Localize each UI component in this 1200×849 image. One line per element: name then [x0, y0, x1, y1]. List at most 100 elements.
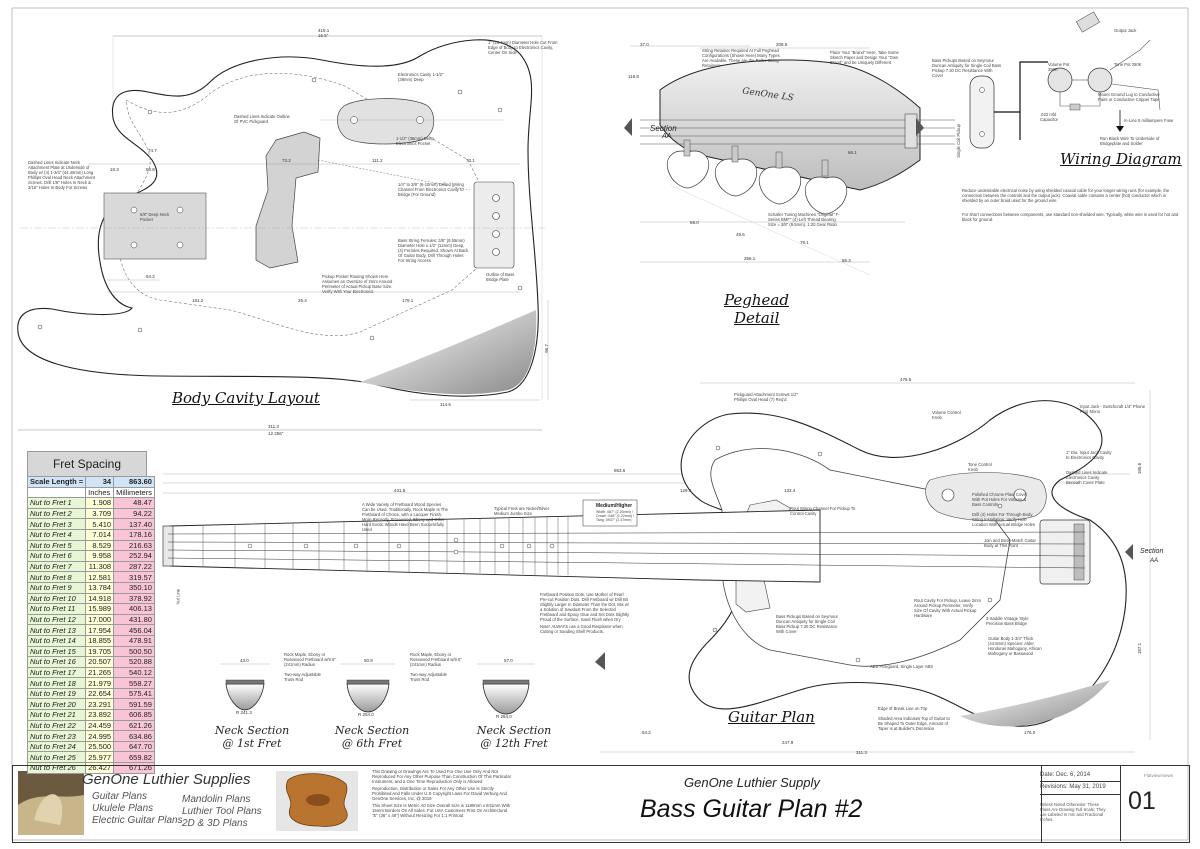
- peghead-section-label: Section: [650, 124, 677, 133]
- note-typical-frets: Typical Frets are Nickel/Silver Medium J…: [494, 506, 550, 516]
- note-input-jack-hole: 1" Dia. Input Jack Cavity to Electronics…: [1066, 450, 1112, 460]
- note-brand-decal: Place Your "Brand" Here, Take Some Sketc…: [830, 50, 899, 65]
- note-drill-holes: Drill (4) Holes For Through-Body String …: [972, 512, 1036, 527]
- dim-plan-84-2: 84.2: [642, 730, 651, 735]
- volume-knob: [941, 488, 955, 502]
- note-wiring-channel: 1/4" to 3/8" (6-10mm) Drilled Wiring Cha…: [398, 182, 464, 197]
- fret-mm: 406.13: [113, 603, 155, 615]
- link-guitar-plans[interactable]: Guitar Plans: [92, 791, 148, 802]
- note-control-cover: Dashed Lines Indicate Electronics Cavity…: [1066, 470, 1108, 485]
- note-tuners: Schaller Tuning Machines "Original" F-Se…: [768, 212, 840, 227]
- link-luthier-tool-plans[interactable]: Luthier Tool Plans: [182, 806, 262, 817]
- note-ground-wire: Run Black Wire To Underside of Bridgepla…: [1100, 136, 1160, 146]
- fret-mm: 456.04: [113, 624, 155, 636]
- sheet-divider: [1120, 765, 1121, 841]
- date-divider: [1040, 781, 1120, 782]
- fret-label: Nut to Fret 9: [26, 581, 87, 594]
- neck-section-1: [225, 683, 265, 711]
- dim-plan-185: 185.6: [1137, 462, 1143, 475]
- dim-plan-431-8: 431.8: [394, 488, 406, 493]
- dim-neck-57: 57.0: [504, 658, 513, 663]
- fret-label: Nut to Fret 17: [26, 666, 87, 679]
- scale-length-row: Scale Length = 34 863.60: [26, 476, 155, 488]
- fret-inches: 12.581: [85, 571, 115, 583]
- guitar-plan-view: [162, 382, 1151, 753]
- fret-mm: 319.57: [113, 571, 155, 583]
- dim-114-6: 114.6: [440, 402, 451, 407]
- neck-section-1-title: Neck Section @ 1st Fret: [212, 724, 292, 750]
- neck-section-6: [346, 683, 390, 713]
- neck-section-12: [482, 683, 530, 715]
- fret-spacing-title: Fret Spacing: [27, 451, 147, 477]
- fret-label: Nut to Fret 18: [26, 677, 87, 689]
- link-electric-guitar-plans[interactable]: Electric Guitar Plans: [92, 815, 183, 826]
- dim-neck-r6: R 254.0: [358, 712, 374, 717]
- dim-peg-88: 88.0: [690, 220, 699, 225]
- fret-mm: 540.12: [113, 666, 155, 679]
- fret-inches: 8.529: [85, 539, 115, 552]
- scale-inches: 34: [85, 476, 115, 488]
- col-inches: Inches: [85, 486, 115, 499]
- neck-section-6-title: Neck Section @ 6th Fret: [332, 724, 412, 750]
- dim-26-4: 26.4: [298, 298, 307, 303]
- fret-inches: 24.995: [85, 730, 115, 742]
- fret-label: Nut to Fret 1: [26, 497, 87, 509]
- fret-inches: 21.265: [85, 666, 115, 679]
- fret-inches: 5.410: [85, 518, 115, 530]
- fret-inches: 7.014: [85, 528, 115, 541]
- fret-label: Nut to Fret 14: [26, 634, 87, 647]
- note-bass-pickups: Bass Pickups Based on Seymour Duncan Ant…: [776, 614, 838, 634]
- title-block: [12, 765, 1190, 843]
- dim-50-8: 50.8: [146, 167, 155, 172]
- fret-mm: 137.40: [113, 518, 155, 530]
- pickup-pocket: [255, 131, 321, 269]
- fret-inches: 3.709: [85, 507, 115, 520]
- note-fret-dots: Fretboard Position Dots, Use Mother of P…: [540, 592, 630, 622]
- note-volume-knob: Volume Control Knob: [932, 410, 961, 420]
- brand-name: GenOne Luthier Supplies: [82, 771, 251, 788]
- control-plate: [925, 472, 1047, 522]
- note-capacitor: .022 mfd Capacitor: [1040, 112, 1058, 122]
- title-block-graphics: [18, 771, 358, 835]
- fret-label: Nut to Fret 8: [26, 571, 87, 583]
- note-wiring-pickup: Bass Pickups Based on Seymour Duncan Ant…: [932, 58, 1002, 78]
- note-volume-pot: Volume Pot 250K: [1048, 62, 1070, 72]
- dim-18-3: 18.3: [110, 167, 119, 172]
- fret-inches: 15.989: [85, 603, 115, 615]
- plan-notes: Unless Noted Otherwise: These Plans Are …: [1040, 802, 1106, 822]
- neck-section-12-line2: @ 12th Fret: [480, 737, 548, 750]
- link-ukulele-plans[interactable]: Ukulele Plans: [92, 803, 154, 814]
- dim-73-2: 73.2: [282, 158, 291, 163]
- tone-pot: [1087, 67, 1113, 93]
- note-neck-screws: Dashed Lines Indicate Neck Attachment Pl…: [28, 160, 96, 190]
- note-nut-line: Nut Line: [175, 588, 181, 605]
- fret-mm: 621.26: [113, 719, 155, 732]
- legal-3: This Sheet Size Is Metric A0 Size Overal…: [372, 803, 511, 818]
- fret-label: Nut to Fret 16: [26, 656, 87, 668]
- dim-peg-86-3: 86.3: [842, 258, 851, 263]
- dim-peg-208-5: 208.5: [776, 42, 788, 47]
- dim-neck-50-8: 50.8: [364, 658, 373, 663]
- link-2d-3d-plans[interactable]: 2D & 3D Plans: [182, 818, 248, 829]
- neck-sections: [220, 663, 535, 715]
- dim-111-2: 111.2: [372, 158, 383, 163]
- legal-notes: This Drawing or Drawings Are To Used For…: [372, 769, 512, 818]
- fret-mm: 634.86: [113, 730, 155, 742]
- fret-mm: 378.92: [113, 592, 155, 605]
- fret-mm: 520.88: [113, 656, 155, 668]
- nut: [162, 525, 174, 567]
- link-mandolin-plans[interactable]: Mandolin Plans: [182, 794, 251, 805]
- note-input-jack: Input Jack - Switchcraft 1/4" Phone Plug…: [1080, 404, 1146, 414]
- fret-inches: 18.855: [85, 634, 115, 647]
- note-string-retainer: String Retainer Required At Full Peghead…: [702, 48, 780, 68]
- note-control-plate: Polished Chrome Plate Cover With Pot Hol…: [972, 492, 1028, 507]
- dim-plan-187: 187.1: [1137, 642, 1143, 655]
- legal-2: Reproduction, Distribution or Sales For …: [372, 786, 507, 801]
- fret-inches: 17.000: [85, 613, 115, 626]
